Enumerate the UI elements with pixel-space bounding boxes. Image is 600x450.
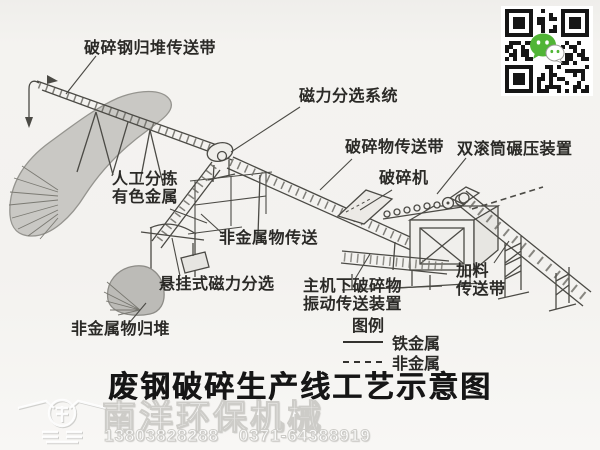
legend-item-label: 铁金属: [392, 336, 441, 353]
label-under-crusher-line1: 主机下破碎物: [303, 278, 403, 295]
label-manual-sorting-line1: 人工分拣: [112, 171, 179, 188]
steel-pile-conveyor-graphic: [25, 75, 233, 185]
callout-lines: [65, 55, 510, 323]
label-crushed-steel-pile-conveyor: 破碎钢归堆传送带: [84, 40, 217, 57]
label-manual-sorting: 人工分拣 有色金属: [112, 171, 178, 208]
magnetic-separator-drum-graphic: [206, 141, 236, 183]
sorting-platform-graphic: [187, 171, 273, 235]
label-nonmetal-conveyor: 非金属物传送: [219, 230, 319, 247]
legend-title: 图例: [352, 318, 385, 335]
label-double-drum-roller: 双滚筒碾压装置: [457, 141, 573, 158]
label-nonmetal-pile: 非金属物归堆: [71, 321, 171, 338]
legend-item-ferrous: 铁金属: [343, 330, 440, 354]
nonmetal-conveyor-graphic: [140, 161, 221, 277]
legend-item-label: 非金属: [392, 356, 441, 373]
wechat-icon: [530, 33, 565, 64]
label-manual-sorting-line2: 有色金属: [112, 189, 179, 207]
label-feed-conveyor-line2: 传送带: [456, 281, 506, 299]
label-under-crusher-line2: 振动传送装置: [303, 296, 403, 314]
vibrating-conveyor-graphic: [340, 250, 450, 291]
legend-item-nonmetal: 非金属: [343, 350, 440, 374]
nonmetal-pile-graphic: [103, 265, 165, 316]
label-crushed-material-conveyor: 破碎物传送带: [345, 139, 445, 156]
label-crusher: 破碎机: [379, 170, 429, 187]
label-feed-conveyor: 加料 传送带: [456, 263, 506, 300]
dashed-line-swatch: [343, 360, 383, 364]
page-title: 废钢破碎生产线工艺示意图: [108, 371, 492, 404]
label-under-crusher-vibrating: 主机下破碎物 振动传送装置: [303, 278, 402, 315]
label-feed-conveyor-line1: 加料: [456, 263, 490, 280]
label-magnetic-separation-system: 磁力分选系统: [299, 88, 399, 105]
label-suspended-magnetic-separator: 悬挂式磁力分选: [159, 276, 275, 293]
steel-pile-graphic: [8, 90, 172, 240]
wechat-qr-code: [501, 6, 593, 96]
qr-pattern: [505, 9, 589, 93]
feed-conveyor-graphic: [448, 186, 592, 312]
solid-line-swatch: [343, 340, 383, 344]
